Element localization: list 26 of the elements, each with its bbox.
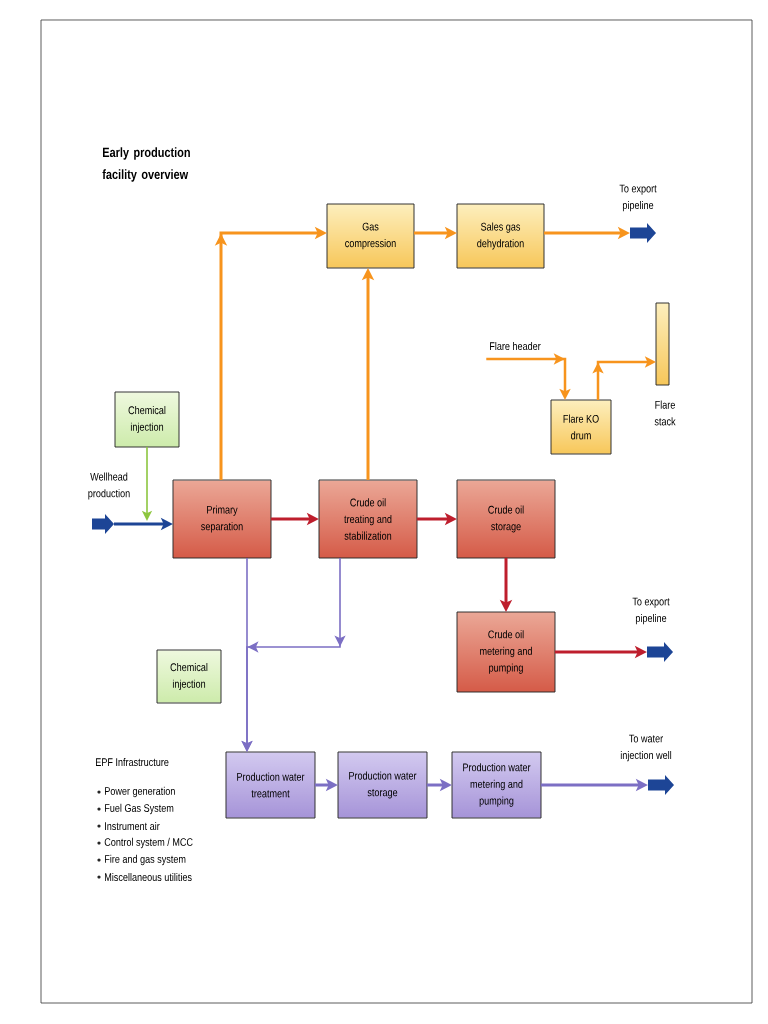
process-box: Production water treatment: [225, 751, 316, 819]
process-box: Chemical injection: [156, 649, 222, 704]
list-item: Fuel Gas System: [105, 803, 174, 815]
diagram-title: Early production facility overview: [102, 147, 190, 182]
stream-label: Wellhead production: [88, 472, 130, 500]
process-box: Sales gas dehydration: [456, 203, 545, 269]
section-heading: EPF Infrastructure: [96, 757, 169, 767]
process-box: Production water metering and pumping: [451, 751, 542, 819]
list-item: Fire and gas system: [105, 854, 186, 866]
process-box: Production water storage: [337, 751, 428, 819]
equipment-label: Flare stack: [654, 400, 676, 426]
list-item: Power generation: [105, 786, 175, 798]
process-box: Chemical injection: [114, 391, 180, 448]
stream-label: To water injection well: [620, 734, 672, 762]
stream-label: To export pipeline: [632, 597, 670, 625]
list-item: Control system / MCC: [104, 837, 193, 849]
stream-label: Flare header: [490, 341, 541, 351]
process-box: Crude oil storage: [456, 479, 556, 559]
stream-label: To export pipeline: [619, 184, 657, 212]
process-box: Flare KO drum: [550, 399, 612, 455]
process-box: Crude oil treating and stabilization: [318, 479, 418, 559]
list-item: Instrument air: [105, 821, 160, 831]
process-box: Primary separation: [172, 479, 272, 559]
process-box: Crude oil metering and pumping: [456, 611, 556, 693]
process-box: Gas compression: [326, 203, 415, 269]
list-item: Miscellaneous utilities: [105, 872, 192, 882]
